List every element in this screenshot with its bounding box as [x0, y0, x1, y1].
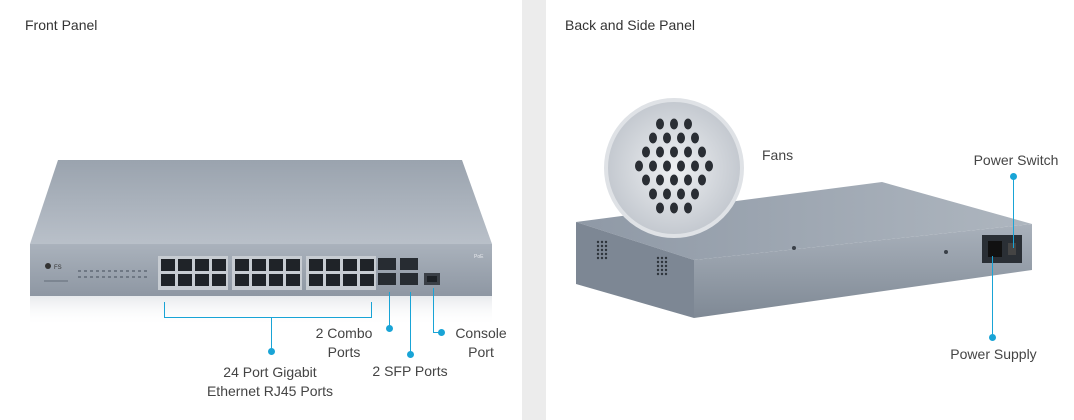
sfp-callout-line [410, 292, 411, 354]
rj45-port [309, 259, 323, 271]
rj45-port [360, 274, 374, 286]
sfp-label: 2 SFP Ports [372, 363, 448, 379]
rj45-port [286, 259, 300, 271]
rj45-port [212, 259, 226, 271]
front-panel-section: Front Panel FS [0, 0, 522, 420]
rj45-bracket-bottom [164, 317, 372, 318]
rj45-port [343, 259, 357, 271]
console-callout-dot [438, 329, 445, 336]
power-supply-label: Power Supply [950, 346, 1037, 362]
switch-reflection [30, 296, 492, 326]
console-callout-line [433, 288, 434, 333]
power-supply-dot [989, 334, 996, 341]
rj45-callout-dot [268, 348, 275, 355]
combo-callout-line [389, 292, 390, 328]
console-callout-h [433, 332, 441, 333]
rj45-port [178, 274, 192, 286]
switch-top-surface [30, 160, 492, 244]
poe-badge-icon: PoE [474, 254, 484, 260]
sfp-port [378, 273, 396, 285]
rj45-port [286, 274, 300, 286]
rj45-port [252, 274, 266, 286]
console-label: Console Port [455, 325, 507, 360]
front-panel-title: Front Panel [25, 17, 98, 33]
rj45-port [235, 274, 249, 286]
front-switch-illustration: FS PoE [30, 160, 492, 326]
rj45-port [343, 274, 357, 286]
rj45-port [360, 259, 374, 271]
fans-label: Fans [762, 147, 794, 163]
rj45-port [235, 259, 249, 271]
rj45-port [309, 274, 323, 286]
rj45-port [326, 274, 340, 286]
back-panel-section: Back and Side Panel [546, 0, 1074, 420]
back-top-surface [576, 182, 1032, 260]
combo-label: 2 Combo Ports [315, 325, 373, 360]
power-switch-label: Power Switch [973, 152, 1059, 168]
rj45-port [178, 259, 192, 271]
fs-logo-icon [45, 263, 51, 269]
sfp-port [400, 258, 418, 270]
rj45-port [161, 274, 175, 286]
power-supply-line [992, 256, 993, 338]
sfp-port [378, 258, 396, 270]
svg-text:FS: FS [54, 265, 62, 271]
rj45-label: 24 Port Gigabit Ethernet RJ45 Ports [206, 364, 334, 399]
power-switch-dot [1010, 173, 1017, 180]
back-switch-illustration [576, 98, 1032, 318]
sfp-callout-dot [407, 351, 414, 358]
fans-zoom-circle [604, 98, 744, 238]
sfp-port [400, 273, 418, 285]
rj45-callout-line [271, 317, 272, 351]
rj45-bracket-left [164, 302, 165, 318]
rj45-port [269, 259, 283, 271]
rj45-port [269, 274, 283, 286]
power-switch-line [1013, 178, 1014, 248]
rj45-port [252, 259, 266, 271]
combo-callout-dot [386, 325, 393, 332]
rj45-port [161, 259, 175, 271]
rj45-port [195, 259, 209, 271]
back-panel-title: Back and Side Panel [565, 17, 695, 33]
rj45-port [212, 274, 226, 286]
rj45-port [195, 274, 209, 286]
rj45-port [326, 259, 340, 271]
rj45-bracket-right [371, 302, 372, 318]
back-rear-face [694, 224, 1032, 318]
